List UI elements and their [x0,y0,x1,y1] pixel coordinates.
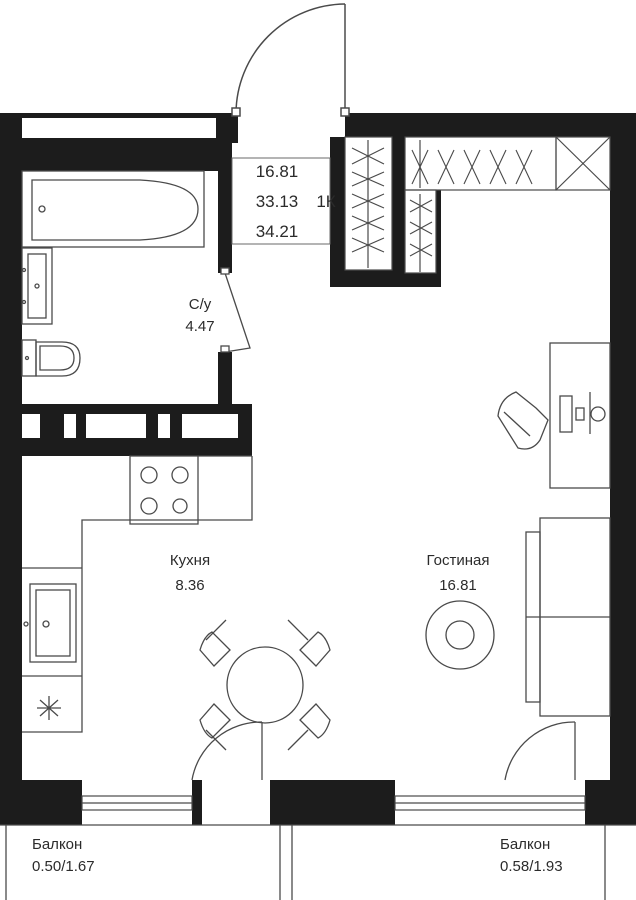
dining-table [226,646,304,724]
wall-bottom-left [0,780,82,825]
summary-apartment-type: 1К [316,192,336,211]
balcony-right-name: Балкон [500,836,551,853]
entrance-door [231,3,350,117]
wall-top-right [345,113,636,137]
balcony-left-name: Балкон [32,836,83,853]
bath-sink [21,247,53,325]
wall-openings [22,118,238,438]
wall-right [610,113,636,825]
wall-closet-mid [392,137,405,287]
dishwasher-icon [37,696,61,720]
kitchen-fixtures [22,455,253,733]
stove [129,455,199,525]
bathtub [21,170,205,248]
room-living-name: Гостиная [426,552,490,569]
wall-bath-top [0,143,232,171]
sofa [525,517,611,717]
bathroom-fixtures [21,170,205,377]
room-kitchen-name: Кухня [169,552,211,569]
balcony-right-area: 0.58/1.93 [500,858,563,875]
round-rug [425,600,495,670]
wardrobes [344,136,611,274]
wall-bath-right-upper [218,143,232,273]
bathroom-door [220,267,251,353]
hallway-box [231,157,331,245]
dining-set [199,619,331,751]
hangers [351,147,533,257]
desk-area [497,342,611,489]
wall-bottom-mid [270,780,395,825]
balcony-left-area: 0.50/1.67 [32,858,95,875]
wall-closet-left [330,137,345,287]
kitchen-sink [29,583,77,663]
windows [81,795,586,811]
summary-living-area: 16.81 [255,162,299,181]
wall-bath-right-lower [218,352,232,412]
desk [549,342,611,489]
walls [0,113,636,825]
wall-bottom-mid-left [192,780,202,825]
room-bathroom-name: С/у [188,296,212,313]
room-bathroom-area: 4.47 [185,318,215,335]
kitchen-balcony-door [191,721,263,781]
wall-closet2-right [436,190,441,287]
balconies [0,824,636,900]
wall-closet2-bottom [405,273,441,287]
room-kitchen-area: 8.36 [175,577,205,594]
wall-bottom-right [585,780,636,825]
room-living-area: 16.81 [439,577,477,594]
summary-total-with-balcony: 34.21 [255,222,299,241]
living-balcony-door [504,721,576,781]
summary-total-area: 33.13 [255,192,299,211]
wall-left [0,113,22,825]
wall-closet-bottom [330,270,405,287]
